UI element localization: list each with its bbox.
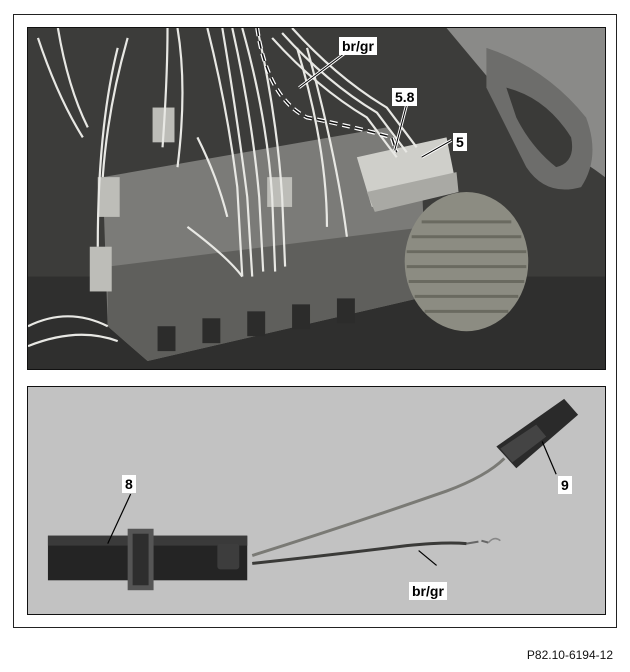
adapter-cable-illustration	[28, 387, 605, 614]
callout-wire-color-top: br/gr	[339, 37, 377, 55]
figure-reference-number: P82.10-6194-12	[526, 648, 613, 662]
callout-wire-color-bottom: br/gr	[409, 582, 447, 600]
adapter-cable-photo	[27, 386, 606, 615]
callout-pin-5-8: 5.8	[392, 88, 418, 106]
callout-connector-8: 8	[122, 475, 136, 493]
callout-connector-9: 9	[558, 476, 572, 494]
harness-photo	[27, 27, 606, 370]
callout-connector-5: 5	[453, 133, 467, 151]
harness-photo-illustration	[28, 28, 605, 369]
